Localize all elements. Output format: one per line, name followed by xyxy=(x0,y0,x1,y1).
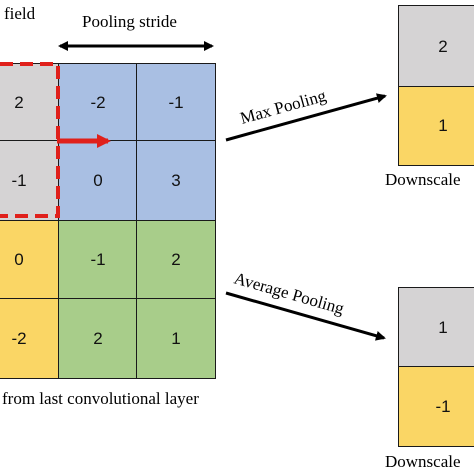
receptive-field-label: field xyxy=(4,4,36,23)
max-pool-output-top: 2 xyxy=(398,5,474,88)
input-cell-r1-c2: 3 xyxy=(136,140,216,222)
max-pool-caption: Downscale xyxy=(385,170,461,189)
input-cell-r2-c0: 0 xyxy=(0,220,60,300)
avg-pool-caption: Downscale xyxy=(385,452,461,471)
avg-pool-output-top: 1 xyxy=(398,287,474,368)
max-pooling-arrow xyxy=(225,93,387,142)
max-pooling-label: Max Pooling xyxy=(238,86,329,128)
max-pool-output-bottom: 1 xyxy=(398,86,474,166)
input-cell-r0-c0: 2 xyxy=(0,63,60,142)
pooling-stride-label: Pooling stride xyxy=(82,12,177,31)
average-pooling-arrow xyxy=(225,291,386,341)
input-cell-r2-c1: -1 xyxy=(58,220,138,300)
input-cell-r2-c2: 2 xyxy=(136,220,216,300)
input-cell-r3-c1: 2 xyxy=(58,298,138,379)
avg-pool-output-bottom: -1 xyxy=(398,366,474,447)
input-caption: from last convolutional layer xyxy=(2,389,199,408)
receptive-field-highlight xyxy=(0,62,60,218)
input-cell-r3-c2: 1 xyxy=(136,298,216,379)
input-cell-r3-c0: -2 xyxy=(0,298,60,379)
